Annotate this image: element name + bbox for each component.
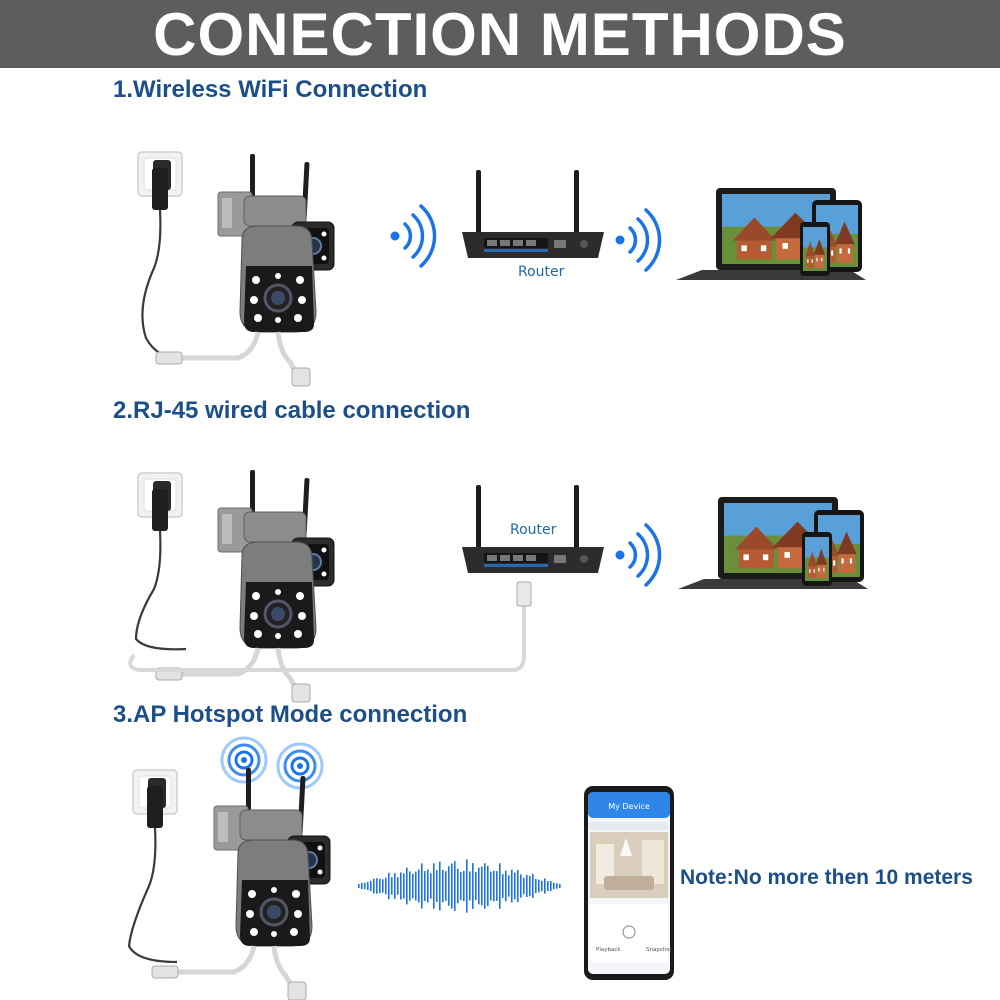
sound-wave-bar (436, 870, 438, 902)
wifi-waves-icon (388, 204, 437, 268)
router-icon (462, 170, 604, 258)
sound-wave-icon (358, 859, 561, 913)
sound-wave-bar (442, 869, 444, 903)
page-title: CONECTION METHODS (153, 0, 847, 68)
sound-wave-bar (451, 863, 453, 909)
wifi-waves-icon (613, 208, 662, 272)
sound-wave-bar (421, 863, 423, 909)
sound-wave-bar (484, 863, 486, 909)
sound-wave-bar (400, 872, 402, 900)
router-label: Router (510, 522, 557, 538)
sound-wave-bar (430, 873, 432, 899)
sound-wave-bar (493, 870, 495, 902)
sound-wave-bar (529, 875, 531, 897)
sound-wave-bar (475, 871, 477, 901)
section-2-title: 2.RJ-45 wired cable connection (113, 397, 471, 424)
wifi-waves-icon (613, 523, 662, 587)
phone-icon: My Device Playback Snapshot (584, 786, 674, 980)
sound-wave-bar (388, 872, 390, 900)
sound-wave-bar (541, 880, 543, 892)
sound-wave-bar (433, 863, 435, 909)
sound-wave-bar (409, 871, 411, 901)
sound-wave-bar (478, 867, 480, 905)
sound-wave-bar (526, 874, 528, 898)
sound-wave-bar (370, 880, 372, 892)
range-note: Note:No more then 10 meters (680, 866, 973, 889)
sound-wave-bar (385, 877, 387, 895)
sound-wave-bar (514, 872, 516, 900)
sound-wave-bar (379, 878, 381, 894)
section-3-title: 3.AP Hotspot Mode connection (113, 701, 468, 728)
sound-wave-bar (439, 861, 441, 911)
sound-wave-bar (502, 874, 504, 898)
router-label: Router (518, 264, 565, 280)
sound-wave-bar (412, 873, 414, 899)
power-adapter-icon (134, 489, 187, 651)
sound-wave-bar (517, 870, 519, 902)
sound-wave-bar (394, 873, 396, 899)
sound-wave-bar (466, 859, 468, 913)
sound-wave-bar (445, 871, 447, 901)
camera-icon (152, 768, 330, 1000)
phone-icon (800, 222, 830, 276)
sound-wave-bar (373, 878, 375, 894)
sound-wave-bar (481, 866, 483, 906)
sound-wave-bar (391, 877, 393, 895)
sound-wave-bar (418, 869, 420, 903)
ethernet-plug (516, 581, 532, 607)
sound-wave-bar (508, 875, 510, 897)
sound-wave-bar (448, 866, 450, 906)
section-2-diagram: Router (128, 470, 868, 702)
sound-wave-bar (520, 874, 522, 898)
sound-wave-bar (550, 880, 552, 892)
ethernet-cable (128, 596, 526, 672)
sound-wave-bar (376, 878, 378, 894)
sound-wave-bar (496, 871, 498, 901)
hotspot-signal-icon (276, 742, 324, 790)
sound-wave-bar (424, 871, 426, 901)
sound-wave-bar (460, 872, 462, 900)
sound-wave-bar (505, 870, 507, 902)
sound-wave-bar (382, 879, 384, 893)
sound-wave-bar (535, 878, 537, 894)
sound-wave-bar (544, 878, 546, 894)
sound-wave-bar (415, 871, 417, 901)
sound-wave-bar (559, 884, 561, 888)
sound-wave-bar (487, 865, 489, 907)
title-banner: CONECTION METHODS (0, 0, 1000, 68)
hotspot-signal-icon (220, 736, 268, 784)
sound-wave-bar (367, 881, 369, 891)
section-1-diagram: Router (137, 151, 866, 386)
sound-wave-bar (523, 877, 525, 895)
sound-wave-bar (364, 882, 366, 890)
sound-wave-bar (556, 883, 558, 889)
sound-wave-bar (463, 870, 465, 902)
sound-wave-bar (472, 863, 474, 909)
sound-wave-bar (427, 869, 429, 903)
sound-wave-bar (406, 867, 408, 905)
sound-wave-bar (499, 863, 501, 909)
app-header-title: My Device (608, 802, 650, 811)
sound-wave-bar (547, 881, 549, 891)
sound-wave-bar (403, 873, 405, 899)
sound-wave-bar (490, 871, 492, 901)
sound-wave-bar (454, 861, 456, 911)
snapshot-label: Snapshot (646, 947, 673, 953)
section-1-title: 1.Wireless WiFi Connection (113, 76, 428, 103)
power-adapter-icon (127, 786, 178, 964)
sound-wave-bar (361, 882, 363, 890)
sound-wave-bar (397, 877, 399, 895)
sound-wave-bar (511, 869, 513, 903)
sound-wave-bar (553, 882, 555, 890)
sound-wave-bar (538, 879, 540, 893)
sound-wave-bar (457, 868, 459, 904)
playback-label: Playback (596, 947, 621, 953)
phone-icon (802, 532, 832, 586)
section-3-diagram: My Device Playback Snapshot (127, 736, 674, 1000)
sound-wave-bar (469, 871, 471, 901)
sound-wave-bar (532, 873, 534, 899)
sound-wave-bar (358, 884, 360, 888)
